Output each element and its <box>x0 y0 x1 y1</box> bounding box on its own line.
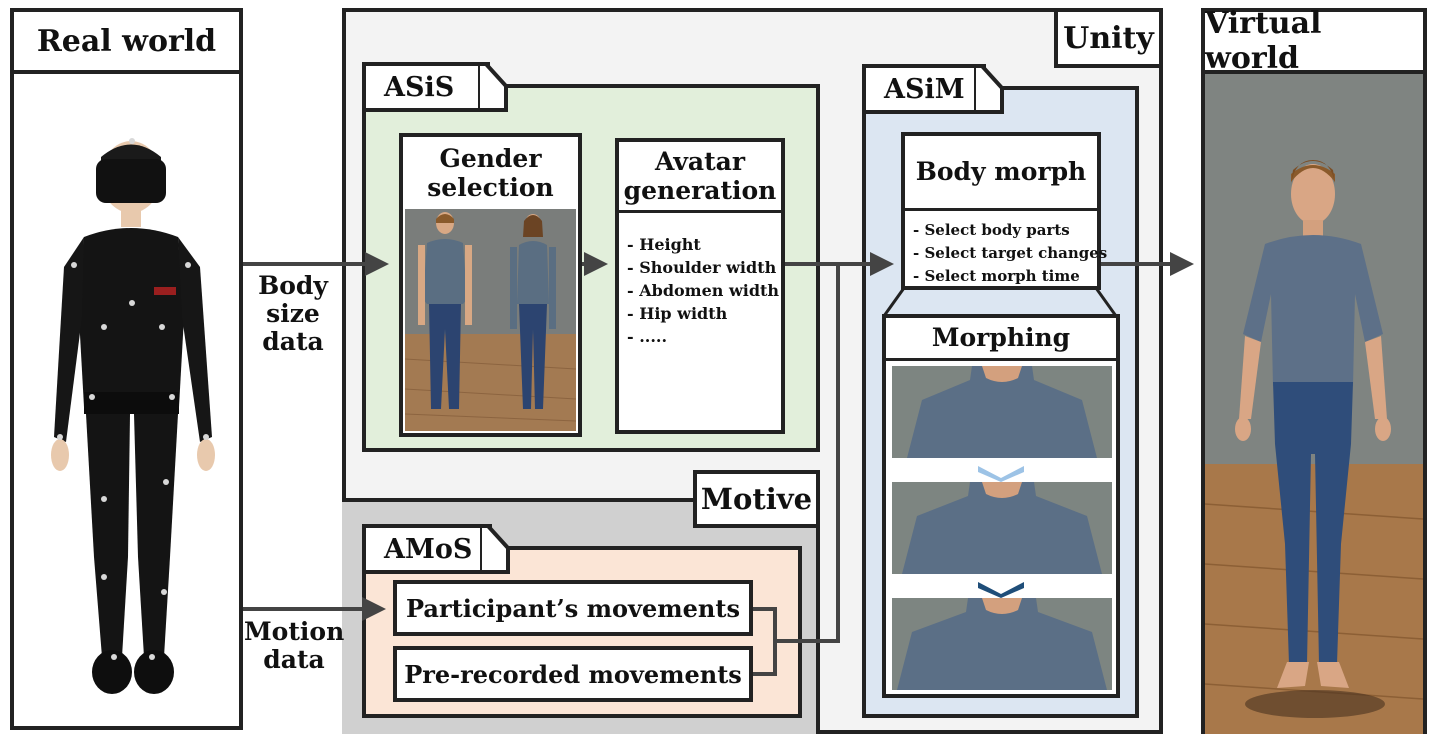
body-morph-item: - Select target changes <box>913 244 1108 262</box>
motion-line1: Motion <box>244 617 345 646</box>
participant-movements-label: Participant’s movements <box>406 593 740 623</box>
avatar-params-list: - Height - Shoulder width - Abdomen widt… <box>627 233 781 348</box>
motive-label: Motive <box>700 482 813 516</box>
avatar-param-item: - Height <box>627 234 701 254</box>
gender-title-line2: selection <box>427 172 554 202</box>
body-morph-item: - Select morph time <box>913 267 1080 285</box>
chevron-down-icon <box>978 582 1024 598</box>
morphing-card: Morphing <box>882 314 1120 698</box>
morph-stage-2-image <box>892 482 1112 574</box>
motive-label-box: Motive <box>693 470 820 528</box>
participant-movements-box: Participant’s movements <box>393 580 753 636</box>
unity-label: Unity <box>1063 20 1154 56</box>
body-morph-item: - Select body parts <box>913 221 1070 239</box>
gender-selection-card: Gender selection <box>399 133 582 437</box>
asim-tab-notch <box>974 64 1004 114</box>
gender-avatars-image <box>405 209 576 431</box>
morph-stage-3-image <box>892 598 1112 690</box>
body-morph-title: Body morph <box>915 156 1087 186</box>
chevron-down-icon <box>978 466 1024 482</box>
virtual-world-title-box: Virtual world <box>1205 6 1423 76</box>
avatar-generation-card: Avatar generation - Height - Shoulder wi… <box>615 138 785 434</box>
body-morph-card: Body morph - Select body parts - Select … <box>901 132 1108 290</box>
morphing-title: Morphing <box>931 322 1071 352</box>
avatar-param-item: - Hip width <box>627 303 728 323</box>
morph-connector-lines <box>882 287 1118 317</box>
real-world-title: Real world <box>36 23 217 59</box>
asim-label: ASiM <box>884 73 965 105</box>
prerecorded-movements-label: Pre-recorded movements <box>404 659 742 689</box>
mocap-participant-image <box>51 138 215 694</box>
amos-tab-notch <box>480 524 510 574</box>
unity-label-box: Unity <box>1054 8 1163 68</box>
body-size-line1: Body <box>258 271 328 300</box>
asis-label: ASiS <box>384 71 455 103</box>
avatar-param-item: - ..... <box>627 326 668 346</box>
amos-tab: AMoS <box>362 524 492 574</box>
avatar-title-line1: Avatar <box>654 147 746 176</box>
amos-label: AMoS <box>384 533 473 565</box>
asis-tab-notch <box>478 62 508 112</box>
body-size-line2: size <box>266 299 320 328</box>
asis-tab: ASiS <box>362 62 490 112</box>
morph-stage-1-image <box>892 366 1112 458</box>
virtual-world-title: Virtual world <box>1205 6 1322 76</box>
real-world-title-box: Real world <box>14 12 239 74</box>
avatar-param-item: - Shoulder width <box>627 257 777 277</box>
motion-line2: data <box>263 645 325 674</box>
prerecorded-movements-box: Pre-recorded movements <box>393 646 753 702</box>
real-world-panel: Real world <box>10 8 243 730</box>
body-size-data-label: Body size data <box>248 272 338 356</box>
avatar-title-line2: generation <box>623 175 777 205</box>
asim-tab: ASiM <box>862 64 986 114</box>
avatar-param-item: - Abdomen width <box>627 280 780 300</box>
motion-data-label: Motion data <box>244 618 344 674</box>
virtual-world-panel: Virtual world <box>1201 6 1427 734</box>
body-morph-list: - Select body parts - Select target chan… <box>913 219 1108 288</box>
virtual-avatar-image <box>1205 74 1423 734</box>
body-size-line3: data <box>262 327 324 356</box>
gender-title-line1: Gender <box>439 144 542 173</box>
